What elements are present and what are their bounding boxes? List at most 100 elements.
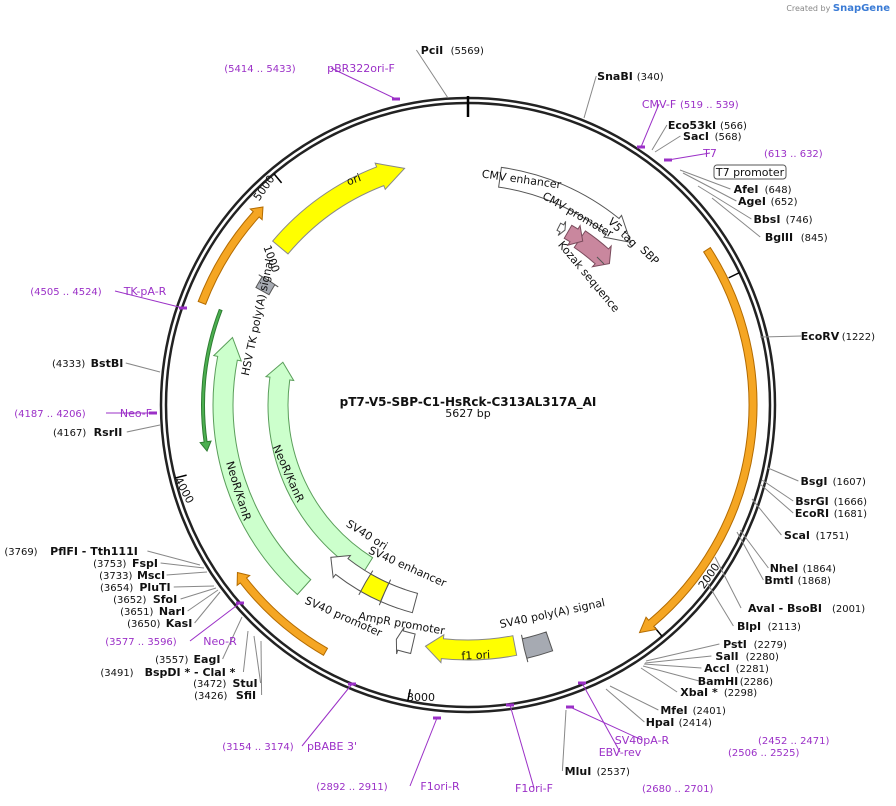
primer-neo-r-mark (236, 601, 244, 605)
site-stui-pos: (3472) (193, 679, 226, 690)
primer-tk-pa-r-name: TK-pA-R (123, 285, 167, 298)
site-snabi-name: SnaBI (597, 70, 633, 83)
site-avai-bsobi-name: AvaI - BsoBI (748, 602, 822, 615)
site-pluti-pos: (3654) (100, 583, 133, 594)
primer-sv40pa-r-pos: (2452 .. 2471) (758, 736, 830, 747)
primer-tk-pa-r-mark (179, 306, 187, 310)
ori-arrow (271, 162, 406, 255)
primer-f1ori-r-name: F1ori-R (420, 780, 460, 793)
site-ecori-name: EcoRI (795, 507, 829, 520)
primer-f1ori-r-mark (433, 716, 441, 720)
site-sfoi-name: SfoI (153, 593, 177, 606)
site-bmti-name: BmtI (764, 574, 793, 587)
plasmid-size: 5627 bp (445, 407, 490, 420)
primer-tk-pa-r-leader (114, 290, 184, 309)
primer-pbr322ori-f-pos: (5414 .. 5433) (224, 64, 296, 75)
feature-f1-ori: f1 ori (461, 648, 490, 662)
site-nari-leader (187, 589, 219, 612)
site-sfoi-pos: (3652) (113, 595, 146, 606)
primer-ebv-rev-leader (581, 682, 621, 753)
site-rsrii-pos: (4167) (53, 428, 86, 439)
plasmid-name: pT7-V5-SBP-C1-HsRck-C313AL317A_AI (340, 395, 597, 410)
site-hpai-pos: (2414) (679, 718, 712, 729)
site-blpi-pos: (2113) (768, 622, 801, 633)
small-promoter-arrow (556, 221, 567, 236)
tick-5000-label: 5000 (251, 173, 278, 203)
site-agei-leader (682, 172, 737, 202)
primer-f1ori-f-pos: (2680 .. 2701) (642, 784, 714, 795)
primer-t7-leader (667, 152, 711, 161)
site-bbsi-name: BbsI (754, 213, 781, 226)
site-nari-pos: (3651) (120, 607, 153, 618)
tick-4000-mark (174, 474, 187, 479)
site-bglii-leader (711, 197, 761, 238)
site-eagi-name: EagI (194, 653, 221, 666)
site-acci-leader (643, 663, 702, 669)
site-bglii-pos: (845) (801, 233, 828, 244)
site-pluti-leader (173, 585, 215, 588)
site-hpai-name: HpaI (646, 716, 675, 729)
primer-f1ori-r-pos: (2892 .. 2911) (316, 782, 388, 793)
site-bmti-pos: (1868) (798, 576, 831, 587)
tick-1000-mark (728, 271, 740, 279)
primer-f1ori-f-mark (506, 703, 514, 707)
site-bsrgi-name: BsrGI (795, 495, 828, 508)
site-snabi-leader (583, 75, 597, 119)
hsv-tk-box (255, 274, 279, 296)
site-sfoi-leader (180, 587, 217, 600)
primer-pbabe-3-leader (301, 683, 353, 747)
primer-pbr322ori-f-name: pBR322ori-F (327, 62, 395, 75)
credit-prefix: Created by (786, 4, 831, 13)
site-nari-name: NarI (159, 605, 185, 618)
site-bbsi-pos: (746) (786, 215, 813, 226)
site-bstbi-pos: (4333) (52, 359, 85, 370)
site-sfii-leader (260, 640, 263, 696)
site-pflfi-tth111i-pos: (3769) (4, 547, 37, 558)
primer-pbr322ori-f-mark (392, 97, 400, 101)
site-nhei-leader (739, 529, 769, 569)
site-agei-name: AgeI (738, 195, 766, 208)
site-afei-leader (679, 169, 731, 190)
orange-cds-lower-left-arc (236, 571, 329, 656)
site-pcii-leader (415, 49, 449, 99)
site-acci-name: AccI (704, 662, 730, 675)
kozak-mark (596, 256, 605, 265)
primer-t7-mark (664, 158, 672, 162)
primer-neo-r-pos: (3577 .. 3596) (105, 637, 177, 648)
site-ecori-pos: (1681) (834, 509, 867, 520)
site-saci-leader (654, 135, 681, 153)
site-afei-pos: (648) (765, 185, 792, 196)
site-bspdi-clai-pos: (3491) (100, 668, 133, 679)
site-saci-name: SacI (683, 130, 709, 143)
site-kasi-name: KasI (166, 617, 193, 630)
site-eco53ki-name: Eco53kI (668, 119, 716, 132)
feature-t7-promoter: T7 promoter (715, 166, 785, 179)
site-sfii-pos: (3426) (194, 691, 227, 702)
site-bamhi-leader (642, 665, 700, 682)
neor-outer-arrow (212, 336, 312, 596)
site-bspdi-clai-name: BspDI * - ClaI * (145, 666, 236, 679)
orange-cds-right-arc (638, 246, 758, 634)
site-bsrgi-pos: (1666) (834, 497, 867, 508)
site-sfii-name: SfiI (236, 689, 256, 702)
site-kasi-leader (194, 591, 221, 624)
site-msci-name: MscI (137, 569, 165, 582)
site-xbai-pos: (2298) (724, 688, 757, 699)
site-mlui-leader (561, 709, 567, 772)
primer-pbabe-3-name: pBABE 3' (307, 740, 357, 753)
site-ecorv-leader (759, 335, 802, 338)
site-fspi-leader (160, 562, 205, 569)
site-bamhi-name: BamHI (698, 675, 739, 688)
feature-layer (197, 162, 758, 664)
primer-f1ori-f-leader (509, 704, 535, 789)
primer-ebv-rev-name: EBV-rev (599, 746, 642, 759)
feature-ori: ori (345, 171, 363, 188)
v5-tag-arrow (563, 224, 584, 246)
site-hpai-leader (605, 688, 645, 723)
tick-5000-mark (273, 173, 283, 184)
site-msci-leader (166, 571, 208, 576)
site-pcii-pos: (5569) (451, 46, 484, 57)
site-mlui-pos: (2537) (597, 767, 630, 778)
tick-3000-label: 3000 (407, 691, 435, 704)
